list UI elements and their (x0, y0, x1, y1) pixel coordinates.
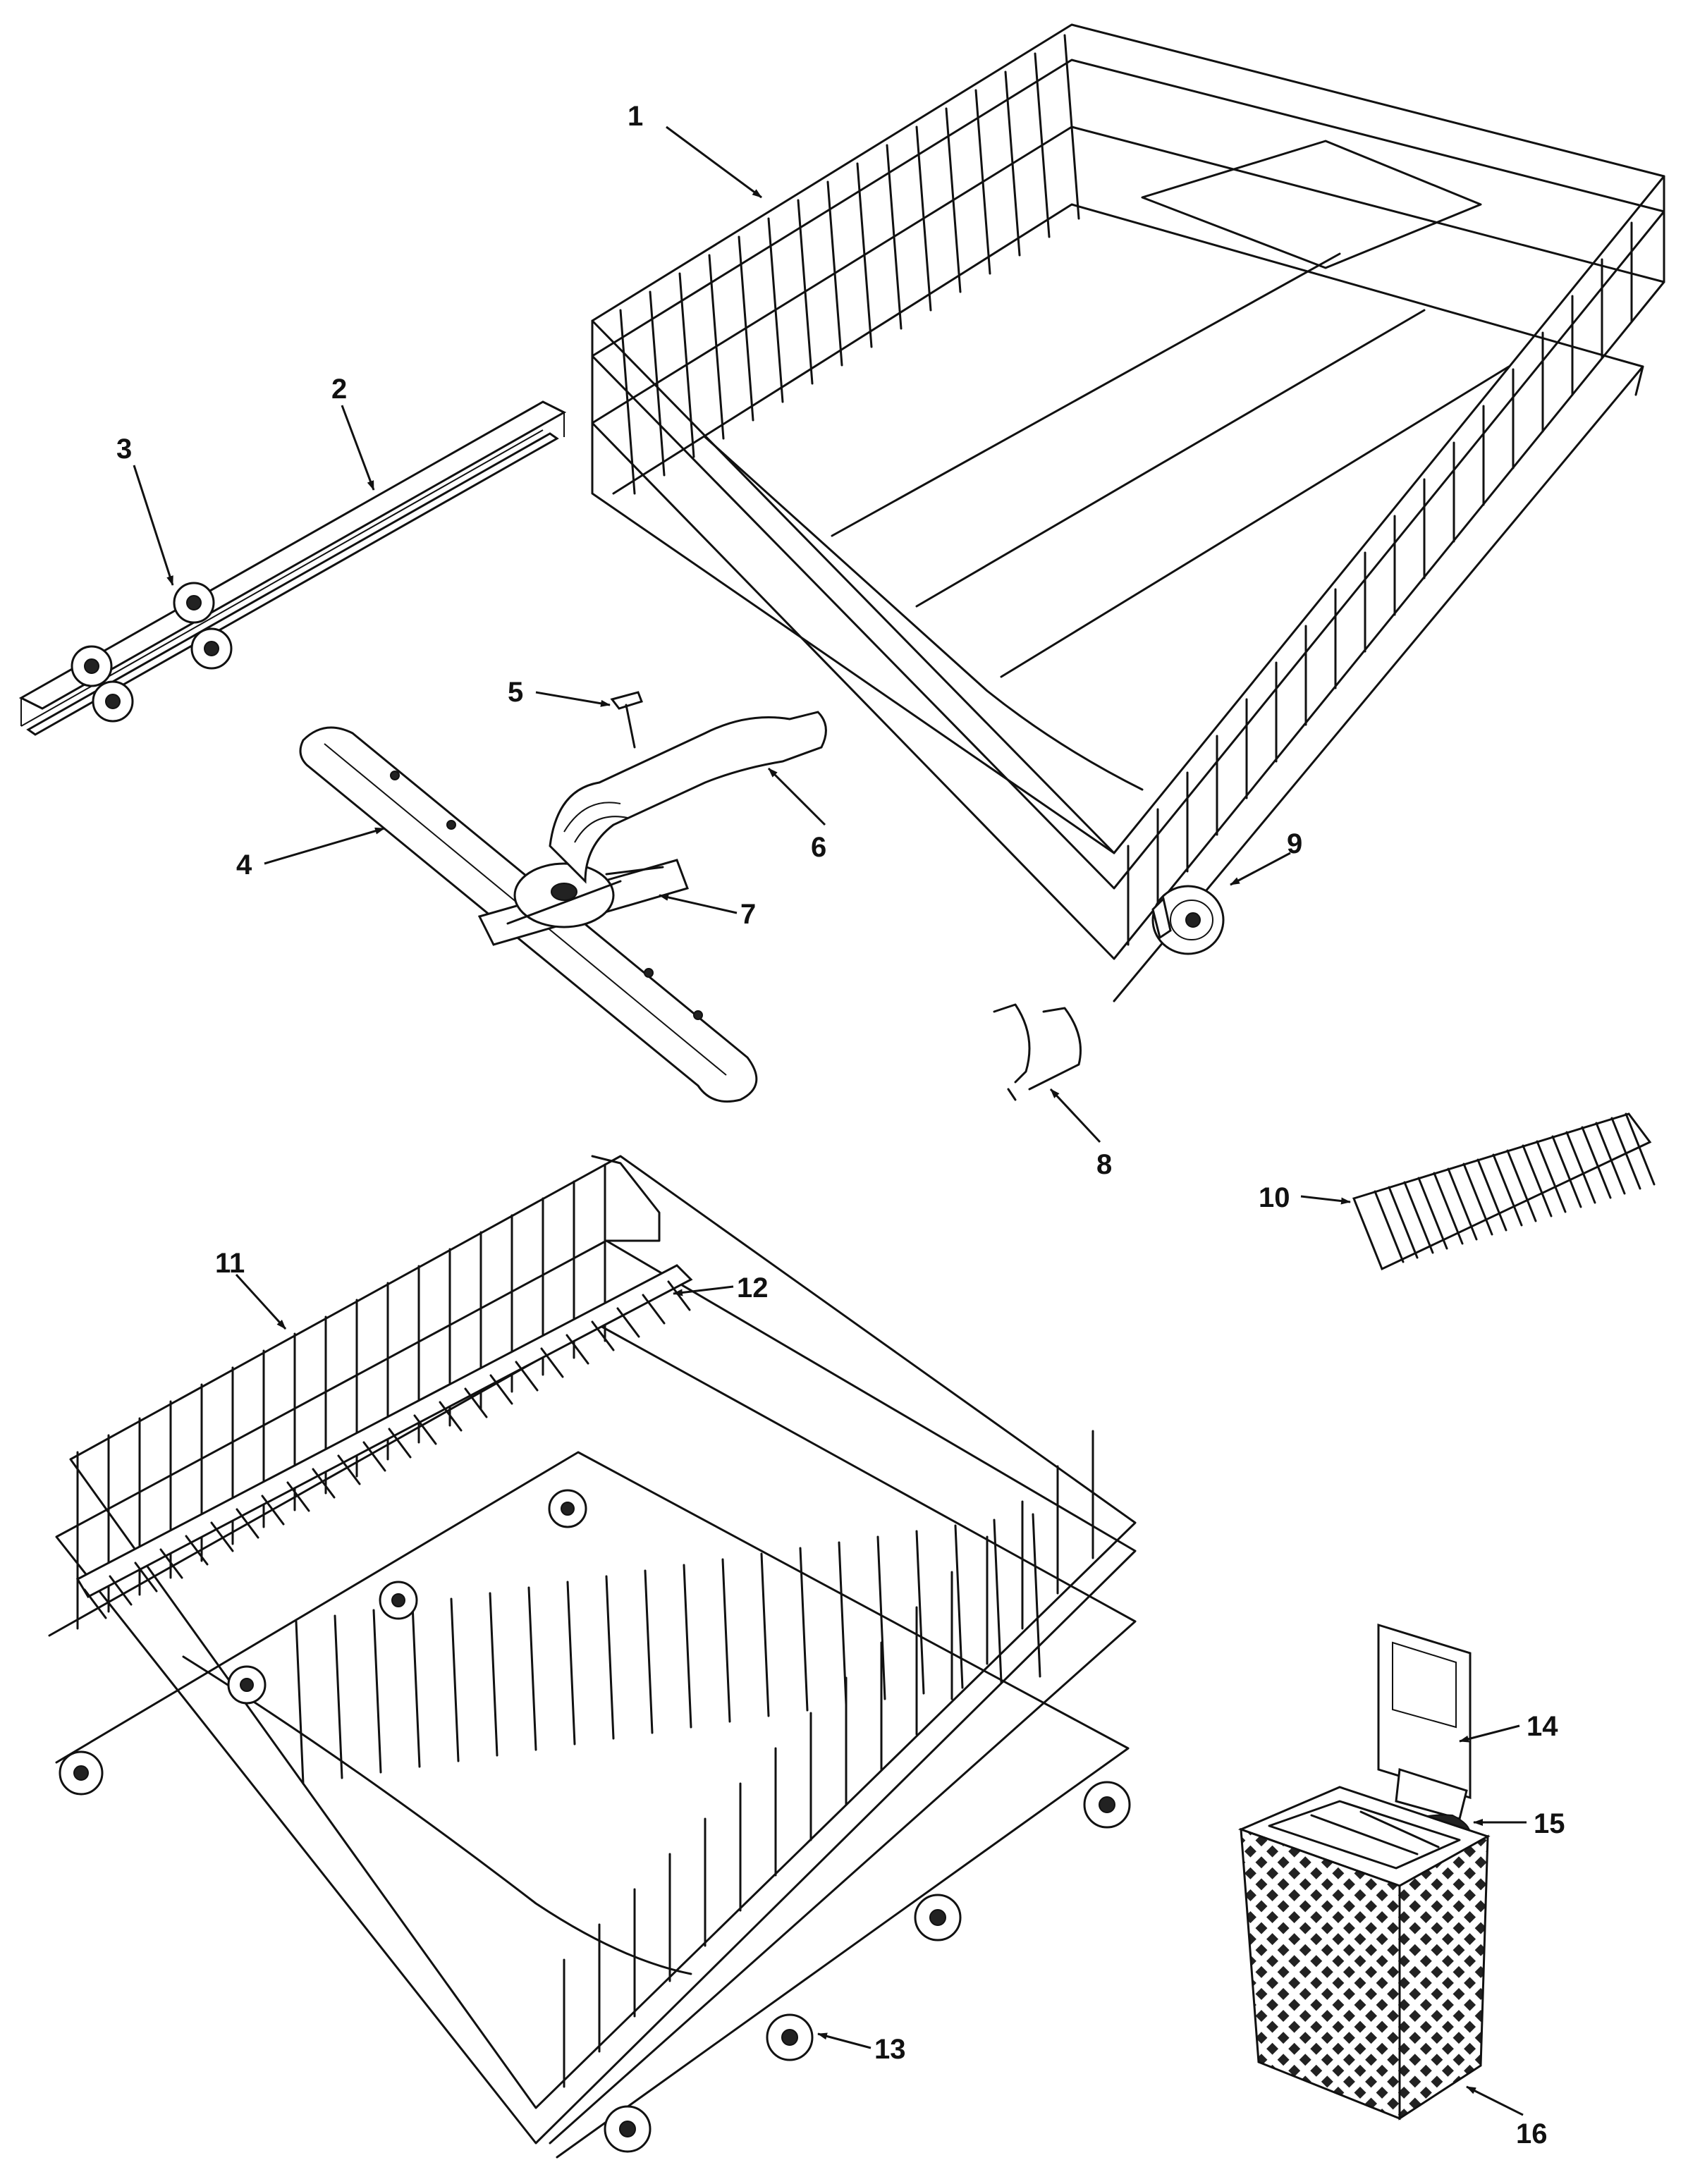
lower-rack-wheels (59, 1489, 1131, 2153)
spray-arm-tube (549, 711, 827, 884)
callout-3: 3 (116, 434, 132, 465)
tube-clip (610, 691, 643, 749)
callout-labels: 1 2 3 4 5 6 7 8 9 10 11 12 13 14 15 16 (116, 101, 1565, 2149)
rack-wheels (71, 582, 233, 723)
callout-8: 8 (1096, 1149, 1112, 1180)
callout-2: 2 (331, 374, 347, 405)
callout-5: 5 (508, 677, 523, 708)
callout-7: 7 (740, 899, 756, 930)
upper-dishrack (591, 23, 1665, 1002)
callout-9: 9 (1287, 828, 1302, 859)
folding-tine-row (1352, 1112, 1656, 1271)
rack-clip (993, 1003, 1082, 1101)
callout-14: 14 (1527, 1711, 1558, 1742)
callout-6: 6 (811, 832, 826, 863)
callout-11: 11 (215, 1248, 245, 1279)
callout-1: 1 (628, 101, 643, 132)
callout-15: 15 (1534, 1808, 1565, 1839)
callout-4: 4 (236, 849, 252, 881)
callout-12: 12 (737, 1272, 769, 1303)
lower-dishrack (48, 1155, 1137, 2159)
spray-arm-hub (506, 862, 664, 928)
basket-handle (1377, 1623, 1472, 1820)
lower-rack-tine-row (75, 1264, 693, 1619)
callout-10: 10 (1259, 1182, 1290, 1213)
leader-lines (133, 125, 1527, 2116)
callout-16: 16 (1516, 2118, 1548, 2149)
rack-rail (18, 400, 567, 736)
callout-13: 13 (874, 2034, 906, 2065)
silverware-basket (1237, 1786, 1491, 2121)
wheel-single (1151, 885, 1225, 955)
